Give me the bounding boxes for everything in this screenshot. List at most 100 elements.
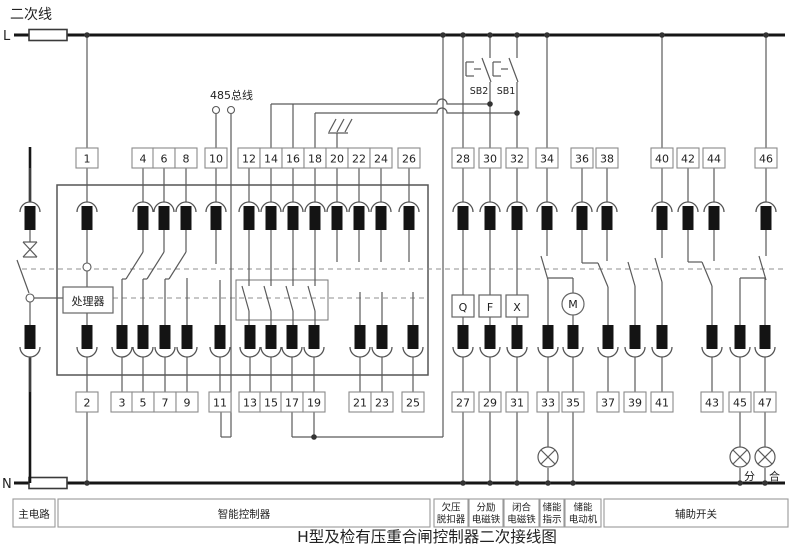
sb2-feed-wire [271,98,490,105]
svg-text:21: 21 [353,397,367,410]
undervoltage-release-coil: Q [451,294,475,318]
plug-pin [287,206,299,230]
svg-text:10: 10 [209,153,223,166]
svg-text:30: 30 [483,153,497,166]
l-bus: L [3,28,785,44]
plug-pin [656,325,668,349]
terminal-bottom-19: 19 [302,391,326,413]
processor-label: 处理器 [72,295,105,308]
terminal-top-24: 24 [369,147,393,169]
terminal-top-10: 10 [204,147,228,169]
plug-pin [760,206,772,230]
plug-pin [24,325,36,349]
plug-pin [542,325,554,349]
svg-text:35: 35 [566,397,580,410]
terminal-bottom-43: 43 [700,391,724,413]
plug-arc [175,201,197,213]
n-fuse [28,476,68,490]
svg-text:44: 44 [707,153,721,166]
plug-pin [159,325,171,349]
svg-text:15: 15 [264,397,278,410]
plug-pin [682,206,694,230]
svg-text:26: 26 [402,153,416,166]
plug-pin [81,206,93,230]
closing-release-coil: X [505,294,529,318]
svg-text:主电路: 主电路 [18,508,50,521]
plug-pin [308,325,320,349]
svg-text:7: 7 [162,397,169,410]
plug-pin [734,325,746,349]
terminal-bottom-25: 25 [401,391,425,413]
terminal-top-18: 18 [303,147,327,169]
plug-arc [238,201,260,213]
plug-arc [19,201,41,213]
processor-feed-node [82,262,92,272]
sb1-label: SB1 [497,86,516,97]
svg-text:28: 28 [456,153,470,166]
terminal-top-38: 38 [595,147,619,169]
terminal-bottom-21: 21 [348,391,372,413]
plug-arc [76,201,98,213]
terminal-bottom-45: 45 [728,391,752,413]
plug-arc [755,201,777,213]
plug-arc [304,201,326,213]
plug-pin [511,325,523,349]
svg-text:39: 39 [628,397,642,410]
relay-contact [241,285,250,312]
svg-text:辅助开关: 辅助开关 [675,508,717,521]
junction-dots [25,32,776,486]
svg-text:31: 31 [510,397,524,410]
plug-pin [375,206,387,230]
svg-text:34: 34 [540,153,554,166]
plug-arc [260,201,282,213]
svg-text:5: 5 [140,397,147,410]
plug-pin [656,206,668,230]
plug-pin [457,325,469,349]
svg-text:9: 9 [184,397,191,410]
terminal-bottom-27: 27 [451,391,475,413]
plug-arc [326,201,348,213]
sb1-feed-wire [315,107,517,114]
terminal-top-20: 20 [325,147,349,169]
l-fuse [28,28,68,42]
svg-text:27: 27 [456,397,470,410]
plug-pin [286,325,298,349]
legend-strip: 主电路智能控制器欠压脱扣器分励电磁铁闭合电磁铁储能指示储能电动机辅助开关 [12,498,789,528]
legend-item-1: 智能控制器 [57,498,431,528]
terminal-bottom-15: 15 [259,391,283,413]
svg-text:46: 46 [759,153,773,166]
open-indicator-lamp [729,446,751,468]
rs485-bus: 485总线 [210,88,253,115]
motor-label: M [568,298,578,311]
plug-pin [244,325,256,349]
svg-text:14: 14 [264,153,278,166]
plug-pin [576,206,588,230]
svg-text:6: 6 [161,153,168,166]
open-lamp-label: 分 [744,470,755,483]
relay-contact [307,285,316,312]
sb2-label: SB2 [470,86,489,97]
svg-text:脱扣器: 脱扣器 [437,514,466,526]
svg-text:8: 8 [183,153,190,166]
svg-text:19: 19 [307,397,321,410]
terminal-top-34: 34 [535,147,559,169]
plug-arc [506,201,528,213]
plug-pin [24,206,36,230]
terminal-top-6: 6 [152,147,176,169]
plug-connectors [19,168,777,392]
close-indicator-lamp [754,446,776,468]
plug-pin [265,325,277,349]
plug-pin [116,325,128,349]
plug-pin [158,206,170,230]
svg-text:13: 13 [243,397,257,410]
plug-pin [484,206,496,230]
plug-pin [376,325,388,349]
controller-box [56,184,429,376]
breaker-position-node [25,293,35,303]
terminal-bottom-29: 29 [478,391,502,413]
plug-pin [214,325,226,349]
coil-x-label: X [513,301,521,314]
svg-text:40: 40 [655,153,669,166]
legend-item-0: 主电路 [12,498,56,528]
